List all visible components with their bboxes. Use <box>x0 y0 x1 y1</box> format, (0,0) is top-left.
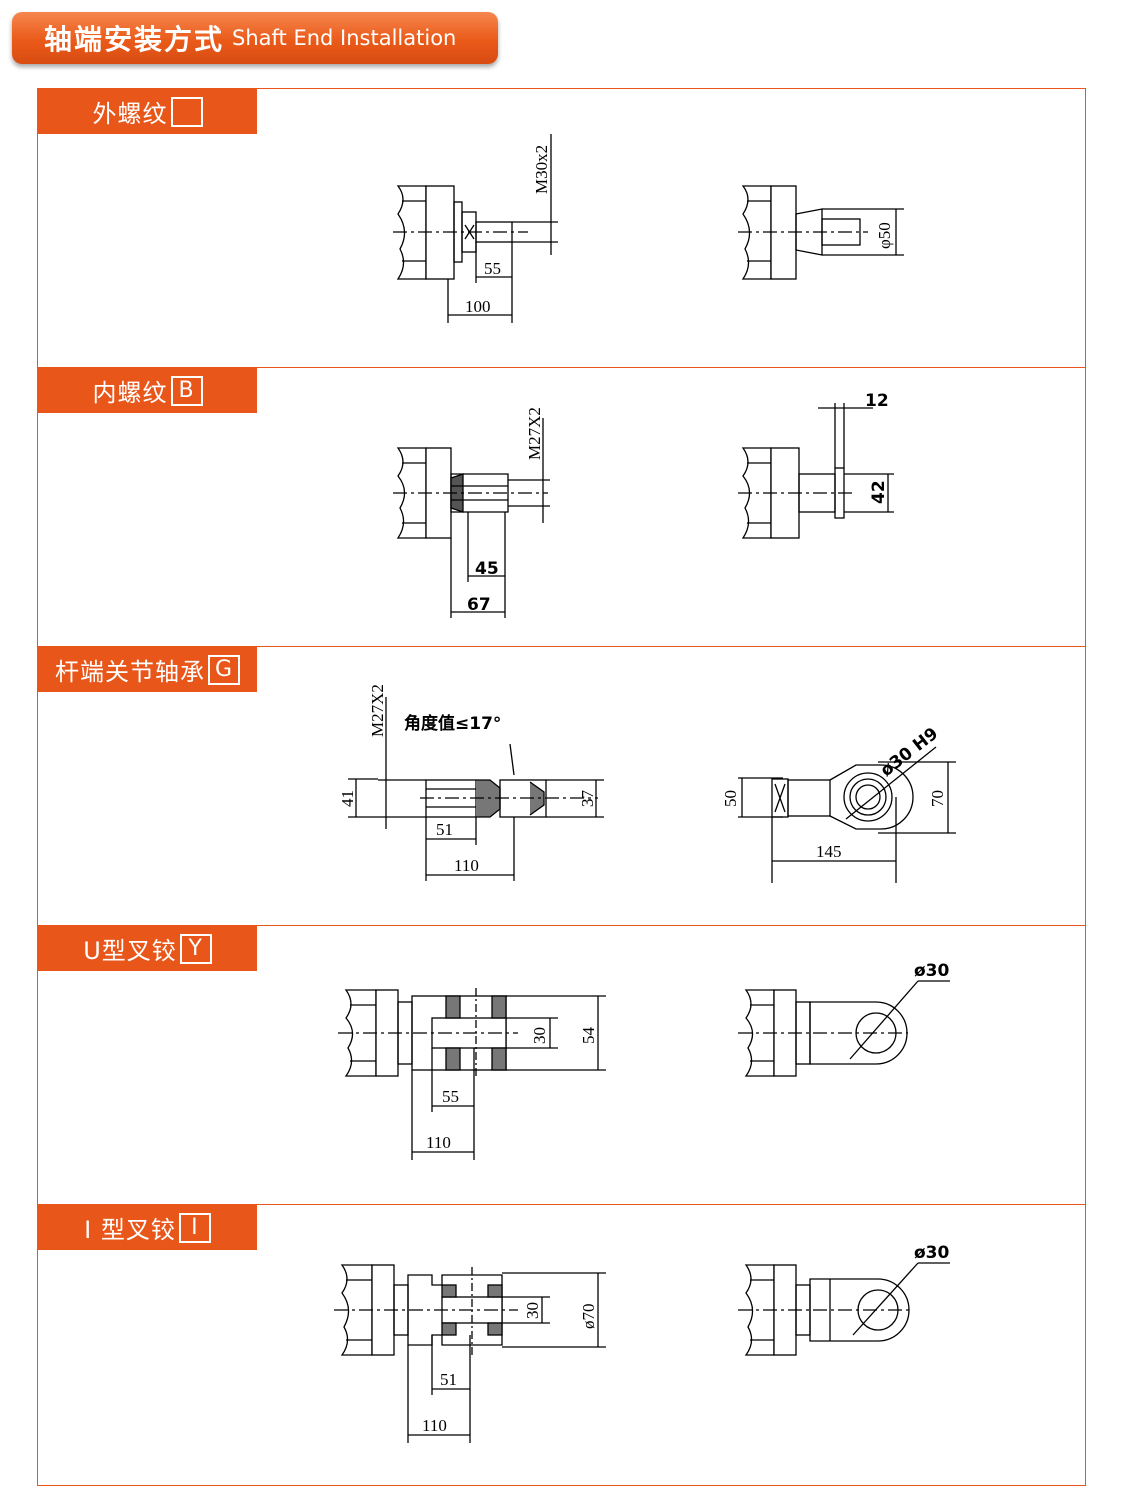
dim-dia-left: 41 <box>338 790 357 807</box>
drawing-internal-thread: M27X2 45 67 12 42 <box>393 391 894 618</box>
dim-dia-right: 37 <box>578 790 597 808</box>
dim-len-inner: 55 <box>442 1087 459 1106</box>
dim-thread: M27X2 <box>368 684 387 737</box>
dim-len-outer: 110 <box>426 1133 451 1152</box>
dim-inner-w: 30 <box>523 1302 542 1319</box>
title-cn: 轴端安装方式 <box>44 23 225 56</box>
dim-len-inner: 51 <box>436 820 453 839</box>
drawing-external-thread: M30x2 55 100 φ50 <box>393 134 904 323</box>
content-frame: 外螺纹 <box>37 88 1086 1486</box>
section-code: B <box>170 375 203 406</box>
section-external-thread: 外螺纹 <box>38 89 1085 368</box>
section-tab: 外螺纹 <box>38 89 257 134</box>
section-code: Y <box>179 933 212 964</box>
dim-width: 12 <box>865 391 889 411</box>
drawing-rod-end-bearing: M27X2 角度值≤17° 41 51 110 37 50 ø30 H9 145… <box>338 684 956 883</box>
dim-dia: 42 <box>869 480 889 504</box>
dim-bore: ø30 <box>914 961 950 981</box>
dim-len-inner: 45 <box>475 559 499 579</box>
drawing-i-clevis: 30 ø70 51 110 ø30 <box>334 1243 950 1443</box>
dim-bore: ø30 H9 <box>877 724 942 781</box>
section-title: 内螺纹 <box>92 379 168 407</box>
dim-thread: M30x2 <box>532 145 551 194</box>
title-banner: 轴端安装方式 Shaft End Installation <box>12 12 498 64</box>
section-title: 外螺纹 <box>92 100 168 128</box>
dim-inner-w: 30 <box>530 1027 549 1044</box>
dim-thread: M27X2 <box>525 407 544 460</box>
dim-side-dia: 50 <box>721 790 740 807</box>
dim-len-outer: 100 <box>465 297 491 316</box>
dim-len-outer: 110 <box>454 856 479 875</box>
section-title: 杆端关节轴承 <box>55 658 205 686</box>
section-code: I <box>178 1212 211 1243</box>
dim-side-len: 145 <box>816 842 842 861</box>
dim-len-inner: 51 <box>440 1370 457 1389</box>
drawing-u-clevis: 30 54 55 110 ø30 <box>338 961 950 1160</box>
dim-outer-w: 54 <box>579 1027 598 1045</box>
dim-dia: φ50 <box>875 222 894 249</box>
section-title: I 型叉铰 <box>84 1216 176 1244</box>
section-code: G <box>208 654 240 685</box>
title-en: Shaft End Installation <box>232 26 457 50</box>
dim-dia: ø70 <box>579 1304 598 1330</box>
section-title: U型叉铰 <box>83 937 177 965</box>
dim-bore: ø30 <box>914 1243 950 1263</box>
dim-len-inner: 55 <box>484 259 501 278</box>
section-code <box>170 96 203 127</box>
dim-side-height: 70 <box>928 790 947 807</box>
dim-len-outer: 67 <box>467 595 491 615</box>
dim-angle: 角度值≤17° <box>404 713 501 734</box>
dim-len-outer: 110 <box>422 1416 447 1435</box>
